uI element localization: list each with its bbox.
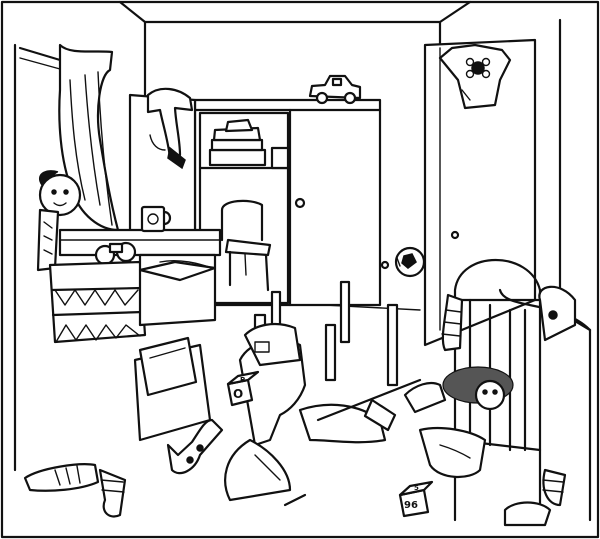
- football: [394, 246, 426, 278]
- mug: [140, 205, 172, 233]
- cap: [538, 285, 577, 342]
- book: [138, 336, 198, 397]
- shelf-unit: [58, 228, 222, 257]
- block-number-face: 96: [404, 500, 418, 511]
- striped-sock-crib: [441, 293, 464, 352]
- block-letter-o: O: [233, 387, 243, 401]
- drawer-chest: [133, 253, 217, 442]
- hanging-shirt: [146, 87, 194, 160]
- striped-socks-floor: [98, 418, 567, 518]
- bed-left: [48, 260, 147, 344]
- teddy-under-crib: [442, 366, 514, 411]
- hanging-tshirt: [438, 43, 512, 110]
- binoculars: [94, 241, 137, 266]
- doll: [36, 170, 82, 272]
- number-block: 96 5: [398, 480, 434, 518]
- trousers: [224, 338, 387, 502]
- sneaker: [23, 463, 100, 492]
- clothes-floor-right: [418, 426, 487, 478]
- toy-car: [308, 74, 362, 105]
- block-letter-p: P: [240, 376, 245, 384]
- shoe-right: [503, 501, 552, 527]
- block-number-top: 5: [414, 484, 419, 492]
- backpack: [243, 322, 302, 367]
- broom: [316, 378, 447, 432]
- room-door: [423, 38, 537, 347]
- marker-pen: [283, 493, 307, 507]
- letter-block: O P: [226, 370, 260, 407]
- chair: [220, 199, 272, 292]
